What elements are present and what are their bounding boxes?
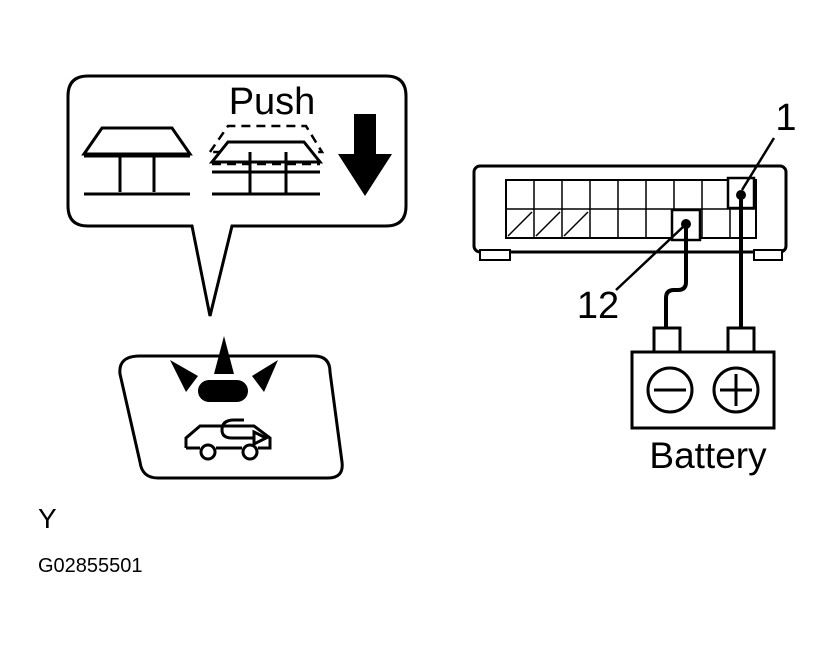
minus-icon: [646, 366, 694, 414]
connector-block: [472, 164, 788, 261]
side-label: Y: [38, 503, 57, 534]
battery-label: Battery: [649, 435, 767, 476]
push-label: Push: [229, 81, 316, 123]
switch-released-icon: [81, 126, 193, 196]
ac-panel-button: [118, 354, 344, 480]
figure-code: G02855501: [38, 555, 143, 577]
pin-1-leader: [740, 137, 776, 191]
pin-1-label: 1: [775, 97, 796, 139]
switch-pressed-icon: [207, 124, 325, 196]
negative-wire: [664, 224, 688, 330]
indicator-light: [198, 380, 248, 402]
pin-12-leader: [615, 225, 685, 291]
arrow-down-icon: [338, 114, 392, 196]
air-recirculation-icon: [184, 418, 272, 461]
indicator-rays: [170, 336, 278, 392]
pin-12-label: 12: [577, 285, 619, 327]
plus-icon: [712, 366, 760, 414]
